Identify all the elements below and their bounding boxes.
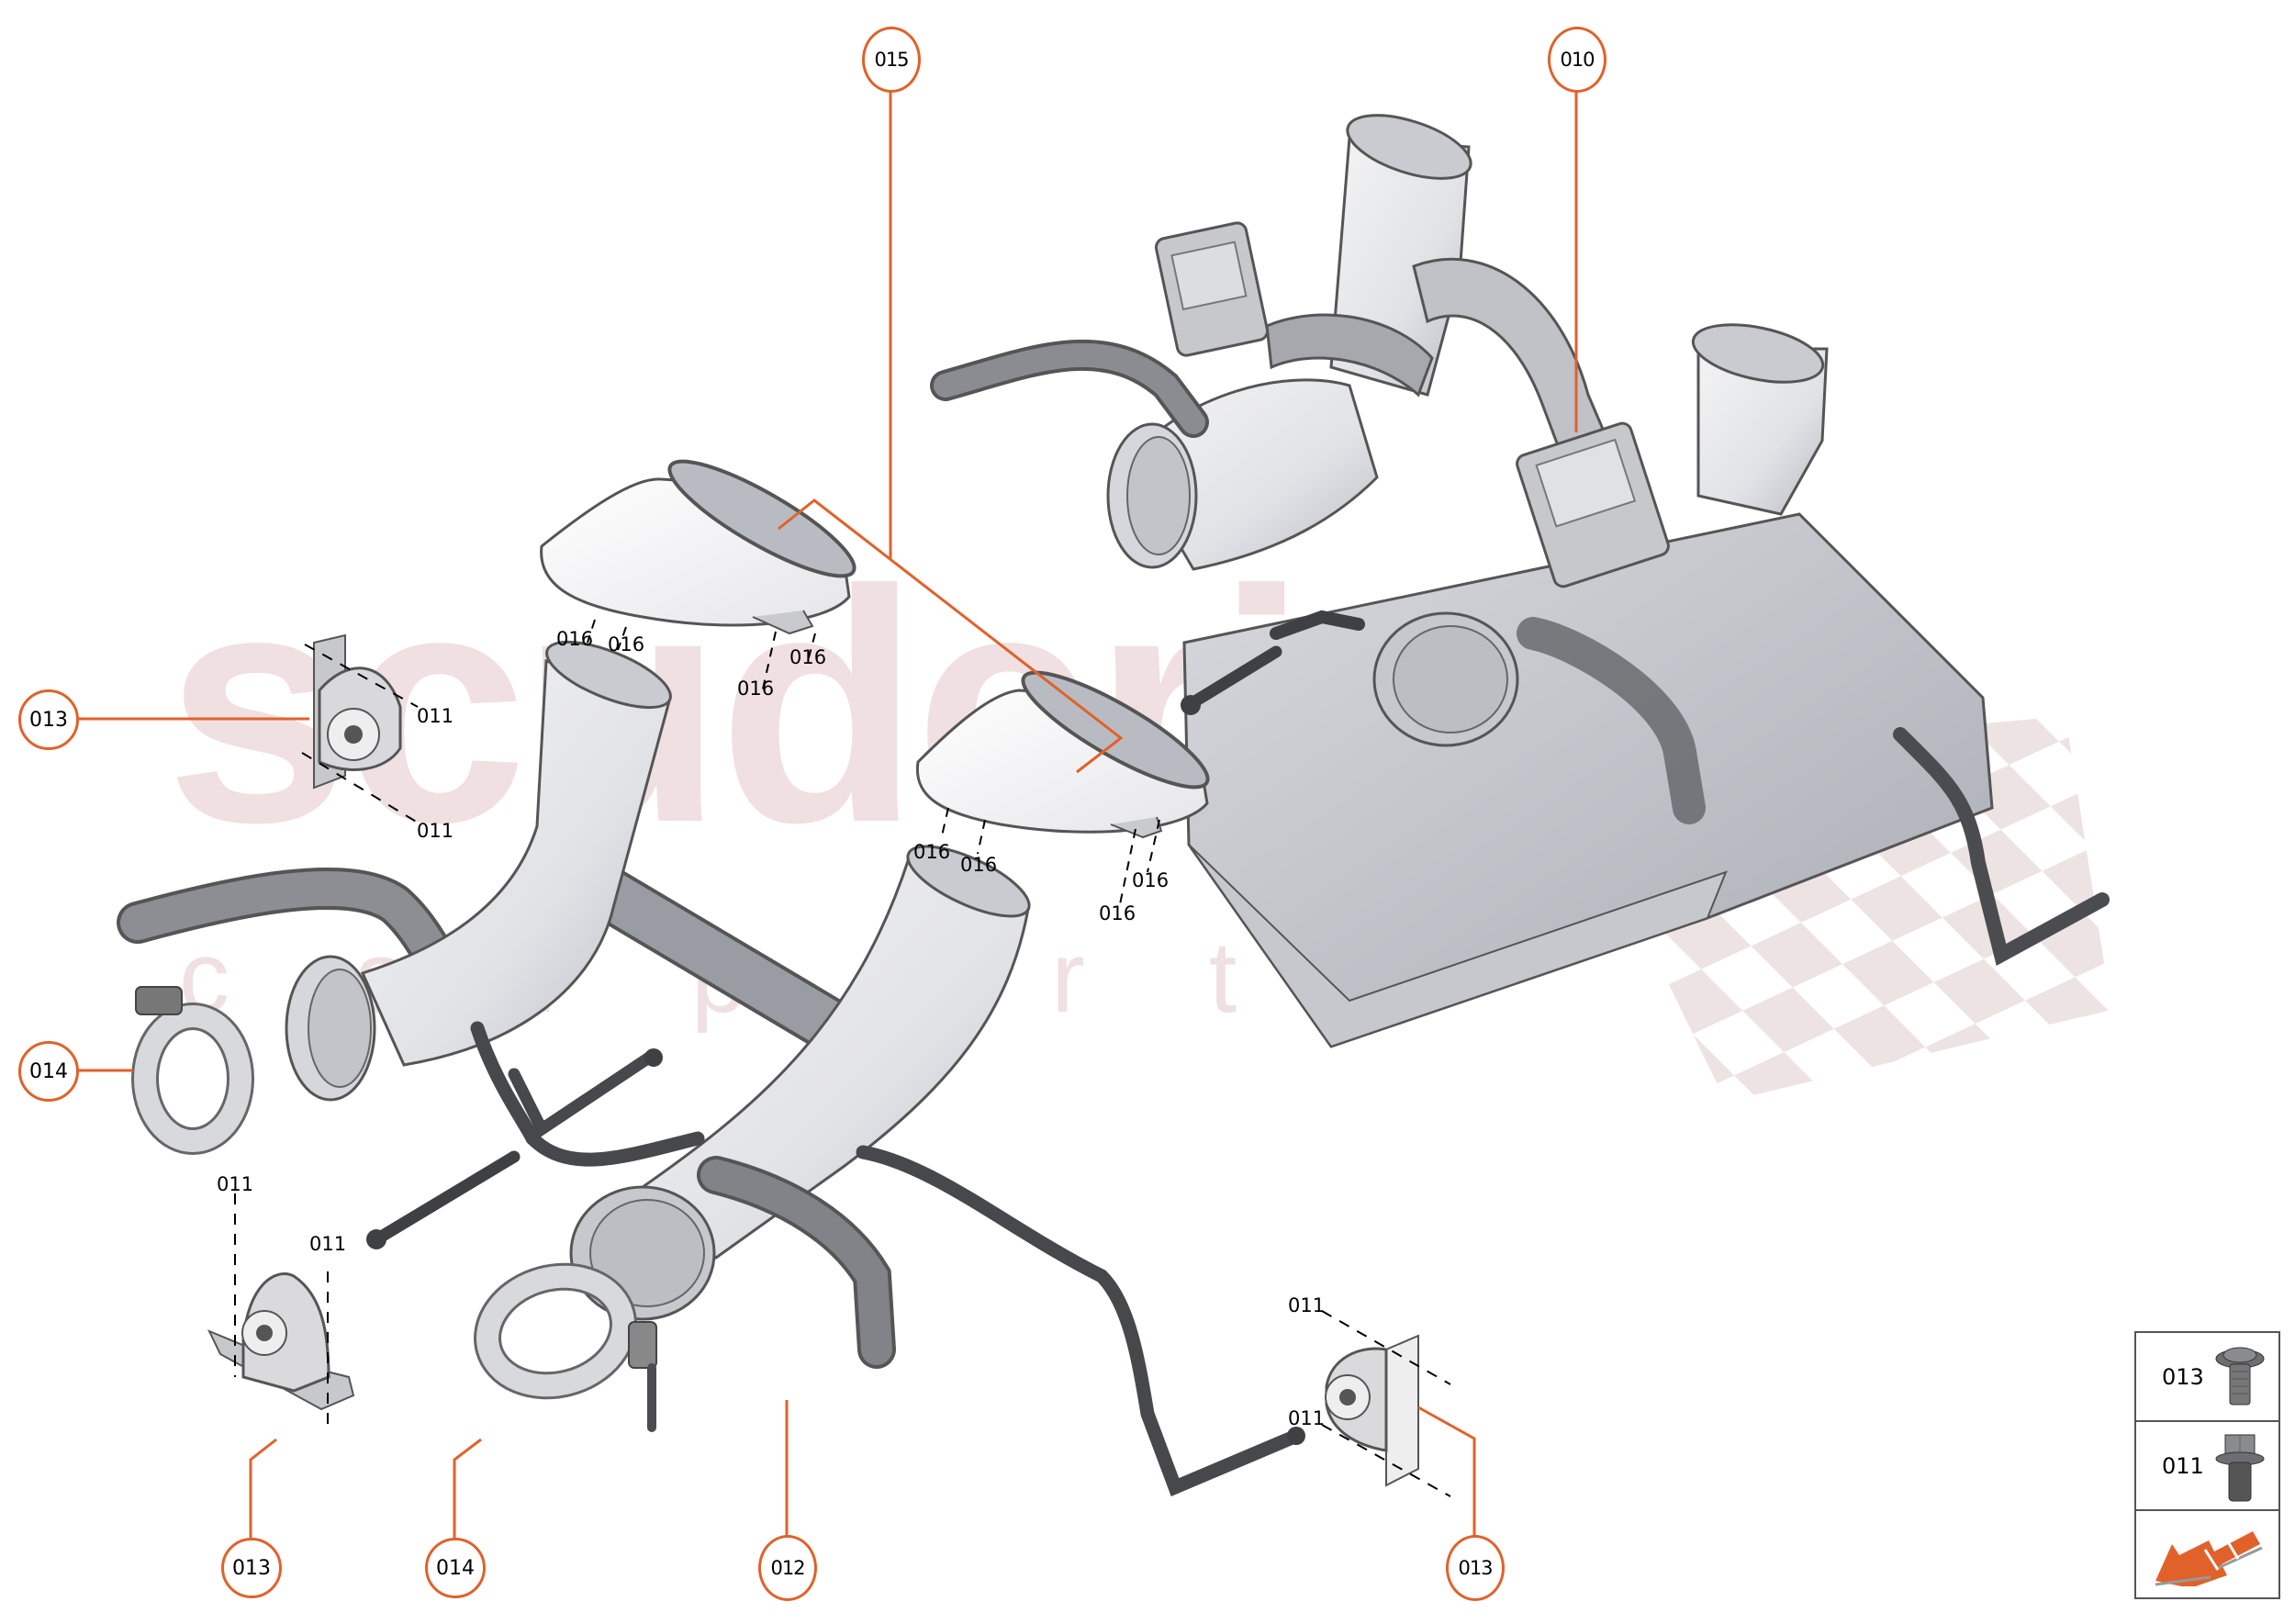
ref-016: 016 [1099,902,1136,924]
mount-013-lower-right [1321,1310,1451,1497]
callout-010[interactable]: 010 [1548,27,1606,93]
ref-011: 011 [417,820,454,842]
callout-leaders [77,88,1578,1538]
tailpipe-tip-left-015 [540,459,856,635]
ref-011: 011 [217,1173,254,1195]
ref-016: 016 [960,854,998,876]
ref-016: 016 [556,628,594,650]
callout-014-bottom[interactable]: 014 [425,1538,486,1598]
callout-013-bottom-left[interactable]: 013 [221,1538,282,1598]
callout-014-upper-left[interactable]: 014 [18,1041,79,1102]
legend-row-direction [2136,1511,2278,1597]
leader-016-dashes [587,619,1160,905]
direction-arrow-icon [2155,1531,2263,1586]
ref-016: 016 [737,678,775,700]
ref-011: 011 [309,1233,347,1255]
callout-012[interactable]: 012 [758,1535,817,1601]
tailpipe-assembly-012 [117,640,1305,1496]
button-head-bolt-icon [2215,1347,2265,1406]
ref-016: 016 [1132,869,1170,891]
callout-013-upper-left[interactable]: 013 [18,689,79,750]
clamp-014-upper [131,986,254,1155]
legend-row-011: 011 [2136,1422,2278,1511]
clamp-014-lower [474,1262,657,1432]
tailpipe-tip-right-015 [915,670,1210,839]
mount-013-lower-left [207,1193,355,1428]
callout-013-bottom-right[interactable]: 013 [1446,1535,1505,1601]
mount-013-upper [301,633,419,823]
ref-011: 011 [417,705,454,727]
ref-016: 016 [913,841,951,863]
hex-flange-bolt-icon [2215,1434,2265,1502]
rear-silencer-010 [930,114,2110,1048]
legend-row-013: 013 [2136,1333,2278,1422]
ref-011: 011 [1288,1294,1326,1316]
ref-016: 016 [789,646,827,668]
legend-label-011: 011 [2162,1453,2204,1479]
callout-015[interactable]: 015 [862,27,921,93]
ref-016: 016 [608,633,645,655]
legend-label-013: 013 [2162,1364,2204,1390]
ref-011: 011 [1288,1407,1326,1429]
fastener-legend: 013 011 [2134,1331,2280,1599]
